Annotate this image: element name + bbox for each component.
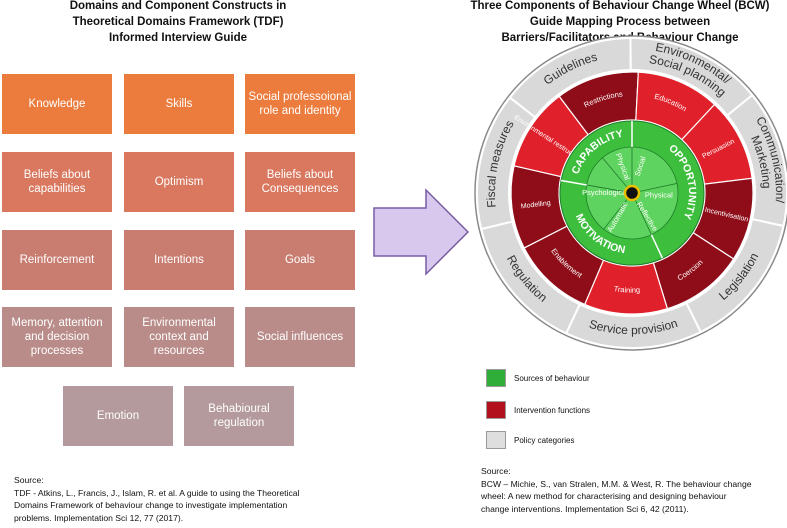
tdf-title-line: Informed Interview Guide — [108, 32, 248, 44]
source-line: wheel: A new method for characterising a… — [481, 491, 727, 501]
legend-item: Sources of behaviour — [486, 369, 590, 387]
tdf-domain-box: Goals — [245, 230, 355, 290]
legend-swatch — [486, 369, 506, 387]
tdf-domain-box: Reinforcement — [2, 230, 112, 290]
source-line: Domains Framework of behaviour change to… — [14, 500, 288, 510]
source-line: BCW – Michie, S., van Stralen, M.M. & We… — [481, 478, 752, 489]
source-divider — [560, 179, 587, 186]
source-line: TDF - Atkins, L., Francis, J., Islam, R.… — [14, 487, 300, 498]
tdf-domain-box: Memory, attention and decision processes — [2, 307, 112, 367]
tdf-domain-box: Optimism — [124, 152, 234, 212]
bcw-title-line: Guide Mapping Process between — [529, 16, 711, 28]
intervention-function-label: Training — [613, 284, 640, 295]
legend-item: Intervention functions — [486, 401, 590, 419]
source-line: problems. Implementation Sci 12, 77 (201… — [14, 512, 184, 523]
tdf-source: Source: TDF - Atkins, L., Francis, J., I… — [14, 474, 354, 524]
source-sub-label: Psychological — [582, 188, 628, 197]
tdf-domain-box: Social professoional role and identity — [245, 74, 355, 134]
tdf-title: Domains and Component Constructs in Theo… — [0, 0, 356, 46]
source-divider — [650, 234, 664, 259]
wheel-hub — [623, 184, 641, 202]
right-arrow-icon — [373, 188, 470, 276]
tdf-domain-box: Behabioural regulation — [184, 386, 294, 446]
tdf-domain-box: Knowledge — [2, 74, 112, 134]
tdf-domain-box: Emotion — [63, 386, 173, 446]
source-line: change interventions. Implementation Sci… — [481, 503, 689, 514]
bcw-source: Source: BCW – Michie, S., van Stralen, M… — [481, 465, 787, 515]
tdf-domain-box: Beliefs about Consequences — [245, 152, 355, 212]
policy-category-segment — [476, 96, 537, 231]
legend-swatch — [486, 401, 506, 419]
legend-label: Policy categories — [514, 435, 575, 445]
tdf-domain-box: Beliefs about capabilities — [2, 152, 112, 212]
tdf-title-line: Domains and Component Constructs in — [69, 0, 287, 12]
tdf-domain-box: Intentions — [124, 230, 234, 290]
legend-swatch — [486, 431, 506, 449]
tdf-domain-box: Environmental context and resources — [124, 307, 234, 367]
tdf-domain-box: Skills — [124, 74, 234, 134]
tdf-title-line: Theoretical Domains Framework (TDF) — [72, 16, 284, 28]
bcw-title-line: Three Components of Behaviour Change Whe… — [470, 0, 770, 12]
intervention-function-segment — [513, 95, 589, 178]
legend-label: Intervention functions — [514, 405, 591, 415]
source-line: Source: — [14, 475, 44, 485]
source-line: Source: — [481, 466, 511, 476]
source-sub-label: Physical — [645, 190, 673, 199]
legend-label: Sources of behaviour — [514, 373, 590, 383]
tdf-domain-box: Social influences — [245, 307, 355, 367]
intervention-function-label: Modelling — [520, 200, 551, 211]
legend-item: Policy categories — [486, 431, 574, 449]
